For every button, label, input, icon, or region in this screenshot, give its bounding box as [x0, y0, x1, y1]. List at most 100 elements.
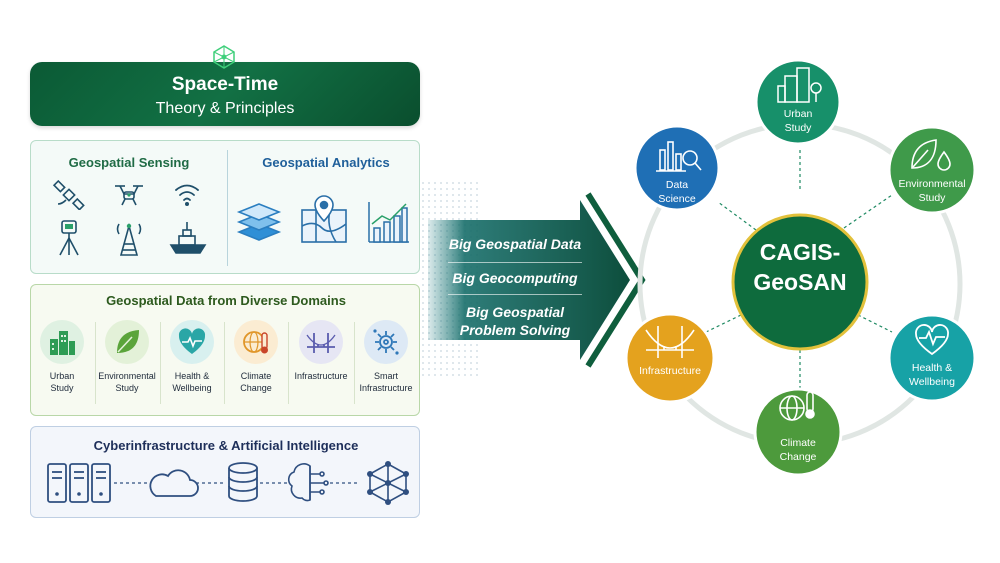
leaf-water-drop-icon — [911, 139, 951, 171]
flow-item-problem-solving-line-2: Problem Solving — [459, 322, 571, 338]
hub-label-line: Climate — [780, 437, 816, 449]
hub-label-line: Change — [779, 451, 817, 463]
drone-icon — [115, 185, 143, 206]
domain-label: Urban Study — [30, 370, 94, 394]
wifi-signal-icon — [175, 184, 199, 206]
domain-infrastructure: Infrastructure — [289, 320, 353, 382]
hub-node-climate-change — [753, 387, 843, 477]
domain-icon-circle — [105, 320, 149, 364]
heart-pulse-icon — [915, 324, 949, 356]
sensing-analytics-panel: Geospatial Sensing Geospatial Analytics — [30, 140, 420, 274]
domain-label: Smart Infrastructure — [354, 370, 418, 394]
heart-pulse-icon — [178, 328, 206, 354]
hub-node-infrastructure — [624, 312, 716, 404]
banner-subtitle: Theory & Principles — [155, 100, 295, 117]
domain-label-line: Urban — [49, 371, 75, 381]
domain-icon-circle — [234, 320, 278, 364]
cell-tower-icon — [116, 222, 142, 256]
domain-icon-circle — [40, 320, 84, 364]
hub-node-health-wellbeing — [887, 313, 977, 403]
flow-item-geocomputing: Big Geocomputing — [452, 270, 578, 286]
hub-diagram — [624, 58, 977, 477]
analytics-heading: Geospatial Analytics — [262, 155, 390, 170]
domain-label: Infrastructure — [289, 370, 353, 382]
domain-label: Health & Wellbeing — [160, 370, 224, 394]
hub-label-environmental-study: Environmental Study — [887, 177, 977, 205]
domain-label-line: Study — [115, 383, 139, 393]
hub-node-urban-study — [754, 58, 842, 146]
domain-environmental-study: Environmental Study — [95, 320, 159, 394]
satellite-icon — [52, 180, 85, 210]
layers-icon — [236, 203, 282, 241]
hub-center-line: CAGIS- — [759, 239, 841, 265]
survey-tripod-icon — [59, 220, 79, 256]
cyber-icon-row — [47, 461, 409, 505]
domain-label-line: Infrastructure — [294, 371, 348, 381]
domain-urban-study: Urban Study — [30, 320, 94, 394]
ship-icon — [169, 222, 207, 254]
database-icon — [228, 462, 258, 502]
hub-label-data-science: Data Science — [637, 178, 717, 206]
domain-label: Environmental Study — [95, 370, 159, 394]
bridge-icon — [306, 333, 336, 353]
hub-center-circle — [731, 213, 869, 351]
hub-label-line: Study — [784, 122, 812, 134]
cloud-icon — [149, 469, 199, 497]
domain-label-line: Health & — [174, 371, 210, 381]
leaf-icon — [117, 330, 139, 353]
sensing-heading: Geospatial Sensing — [68, 155, 190, 170]
domain-label-line: Environmental — [98, 371, 156, 381]
domain-divider — [95, 322, 96, 404]
hub-node-environmental-study — [887, 125, 977, 215]
network-cube-icon — [213, 45, 235, 69]
domain-smart-infrastructure: Smart Infrastructure — [354, 320, 418, 394]
hub-label-line: Science — [658, 193, 696, 205]
flow-item-problem-solving-line-1: Big Geospatial — [465, 304, 565, 320]
domain-icon-circle — [364, 320, 408, 364]
bridge-icon — [645, 326, 695, 358]
globe-thermometer-icon — [779, 391, 815, 421]
server-rack-icon — [47, 463, 111, 503]
domain-label-line: Wellbeing — [172, 383, 212, 393]
cyber-heading: Cyberinfrastructure & Artificial Intelli… — [93, 438, 359, 453]
flow-item-big-data: Big Geospatial Data — [448, 236, 582, 252]
hub-node-data-science — [633, 124, 721, 212]
domain-divider — [224, 322, 225, 404]
title-banner: Space-Time Theory & Principles — [30, 62, 420, 126]
domain-health-wellbeing: Health & Wellbeing — [160, 320, 224, 394]
domain-icon-circle — [170, 320, 214, 364]
flow-divider — [448, 262, 582, 263]
flow-arrow — [420, 180, 646, 380]
domain-divider — [354, 322, 355, 404]
hub-label-infrastructure: Infrastructure — [626, 364, 714, 378]
ai-brain-icon — [287, 463, 329, 502]
banner-title: Space-Time — [171, 74, 279, 95]
map-pin-icon — [301, 195, 347, 243]
panel-divider — [227, 150, 228, 266]
gear-network-icon — [373, 329, 399, 355]
domain-climate-change: Climate Change — [224, 320, 288, 394]
hub-center-line: GeoSAN — [753, 269, 847, 295]
hub-label-line: Health & — [911, 362, 953, 374]
hub-label-line: Wellbeing — [909, 376, 955, 388]
buildings-icon — [777, 67, 822, 103]
domain-divider — [288, 322, 289, 404]
hub-label-line: Data — [665, 179, 689, 191]
hub-label-health-wellbeing: Health & Wellbeing — [887, 361, 977, 389]
domain-label-line: Study — [50, 383, 74, 393]
domains-heading: Geospatial Data from Diverse Domains — [106, 293, 346, 308]
hub-label-line: Infrastructure — [639, 365, 701, 377]
buildings-icon — [50, 331, 75, 355]
hub-label-line: Study — [918, 192, 946, 204]
globe-thermometer-icon — [243, 331, 268, 354]
domain-label-line: Change — [240, 383, 272, 393]
domain-icon-circle — [299, 320, 343, 364]
domain-label-line: Smart — [373, 371, 398, 381]
domain-divider — [160, 322, 161, 404]
chart-magnifier-icon — [656, 141, 702, 172]
domain-label-line: Infrastructure — [359, 383, 413, 393]
hub-label-urban-study: Urban Study — [758, 107, 838, 135]
hub-center-title: CAGIS- GeoSAN — [735, 237, 865, 297]
flow-divider — [448, 294, 582, 295]
hub-label-line: Urban — [783, 108, 813, 120]
